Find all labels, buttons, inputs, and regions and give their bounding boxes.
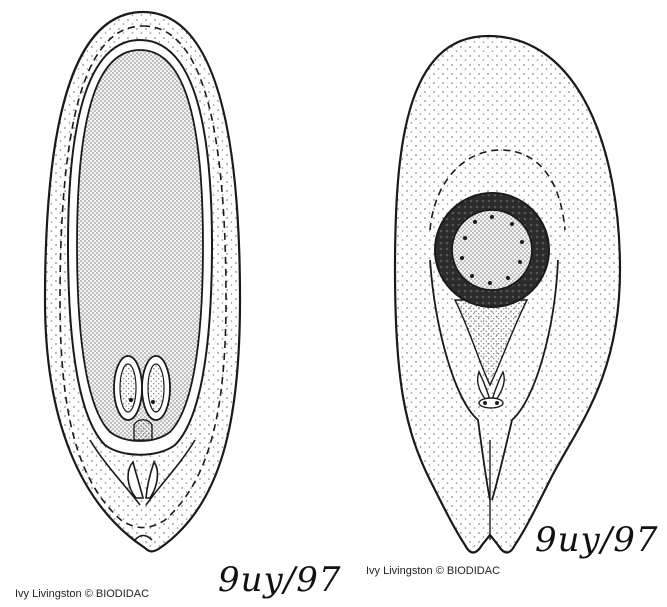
left-nucleus-dot-2 [151,400,155,404]
left-embryo-oval-right-inner [148,364,164,412]
left-seed-diagram [45,12,240,551]
left-basal-cell [134,420,152,440]
right-credit: Ivy Livingston © BIODIDAC [366,565,500,577]
left-nucleus-dot [129,398,133,402]
right-seed-diagram [395,36,620,553]
right-signature: 9uy/97 [535,520,658,560]
right-embryo-base [479,398,503,408]
right-ring-inner [452,210,532,290]
left-signature: 9uy/97 [218,560,341,600]
left-credit: Ivy Livingston © BIODIDAC [15,588,149,600]
left-embryo-oval-left-inner [120,364,136,412]
